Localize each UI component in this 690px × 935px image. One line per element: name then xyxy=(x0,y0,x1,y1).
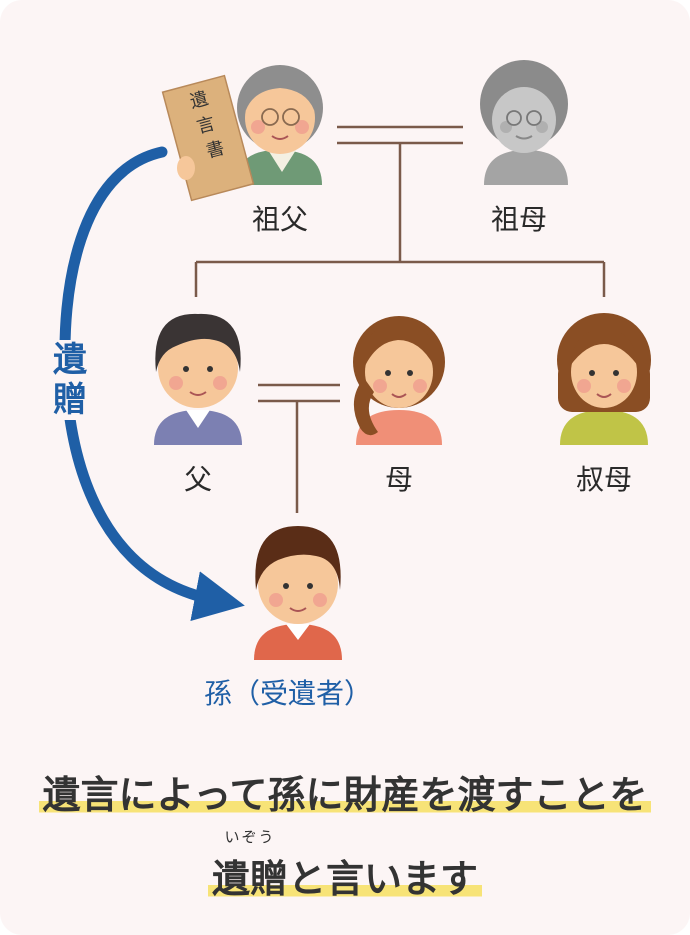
grandchild-label: 孫（受遺者） xyxy=(203,677,372,710)
grandmother-label: 祖母 xyxy=(490,203,547,236)
grandfather-label: 祖父 xyxy=(251,203,308,236)
term-with-reading: いぞう遺贈 xyxy=(211,828,288,903)
will-text: 遺 言 書 xyxy=(188,87,230,164)
caption-line-2-rest: と言います xyxy=(288,857,479,901)
term: 遺贈 xyxy=(211,857,288,901)
aunt-figure xyxy=(557,313,651,445)
mother-figure xyxy=(353,316,445,445)
mother-label: 母 xyxy=(384,463,413,496)
father-label: 父 xyxy=(183,463,212,496)
will-scroll: 遺 言 書 xyxy=(161,74,255,202)
bequest-label: 遺 贈 xyxy=(44,340,96,420)
father-figure xyxy=(154,313,242,445)
aunt-label: 叔母 xyxy=(575,463,632,496)
grandmother-figure xyxy=(480,60,568,185)
bequest-label-char-1: 遺 xyxy=(53,340,87,380)
grandfather-figure: 遺 言 書 xyxy=(161,65,323,202)
caption-line-1-text: 遺言によって孫に財産を渡すことを xyxy=(38,773,652,817)
bequest-label-char-2: 贈 xyxy=(53,380,87,420)
grandchild-figure xyxy=(254,526,342,660)
term-reading: いぞう xyxy=(224,828,276,846)
caption-line-1: 遺言によって孫に財産を渡すことを xyxy=(0,764,690,819)
caption-line-2: いぞう遺贈と言います xyxy=(0,828,690,903)
tree-lines xyxy=(194,125,606,513)
caption-line-2-text: いぞう遺贈と言います xyxy=(207,828,483,901)
